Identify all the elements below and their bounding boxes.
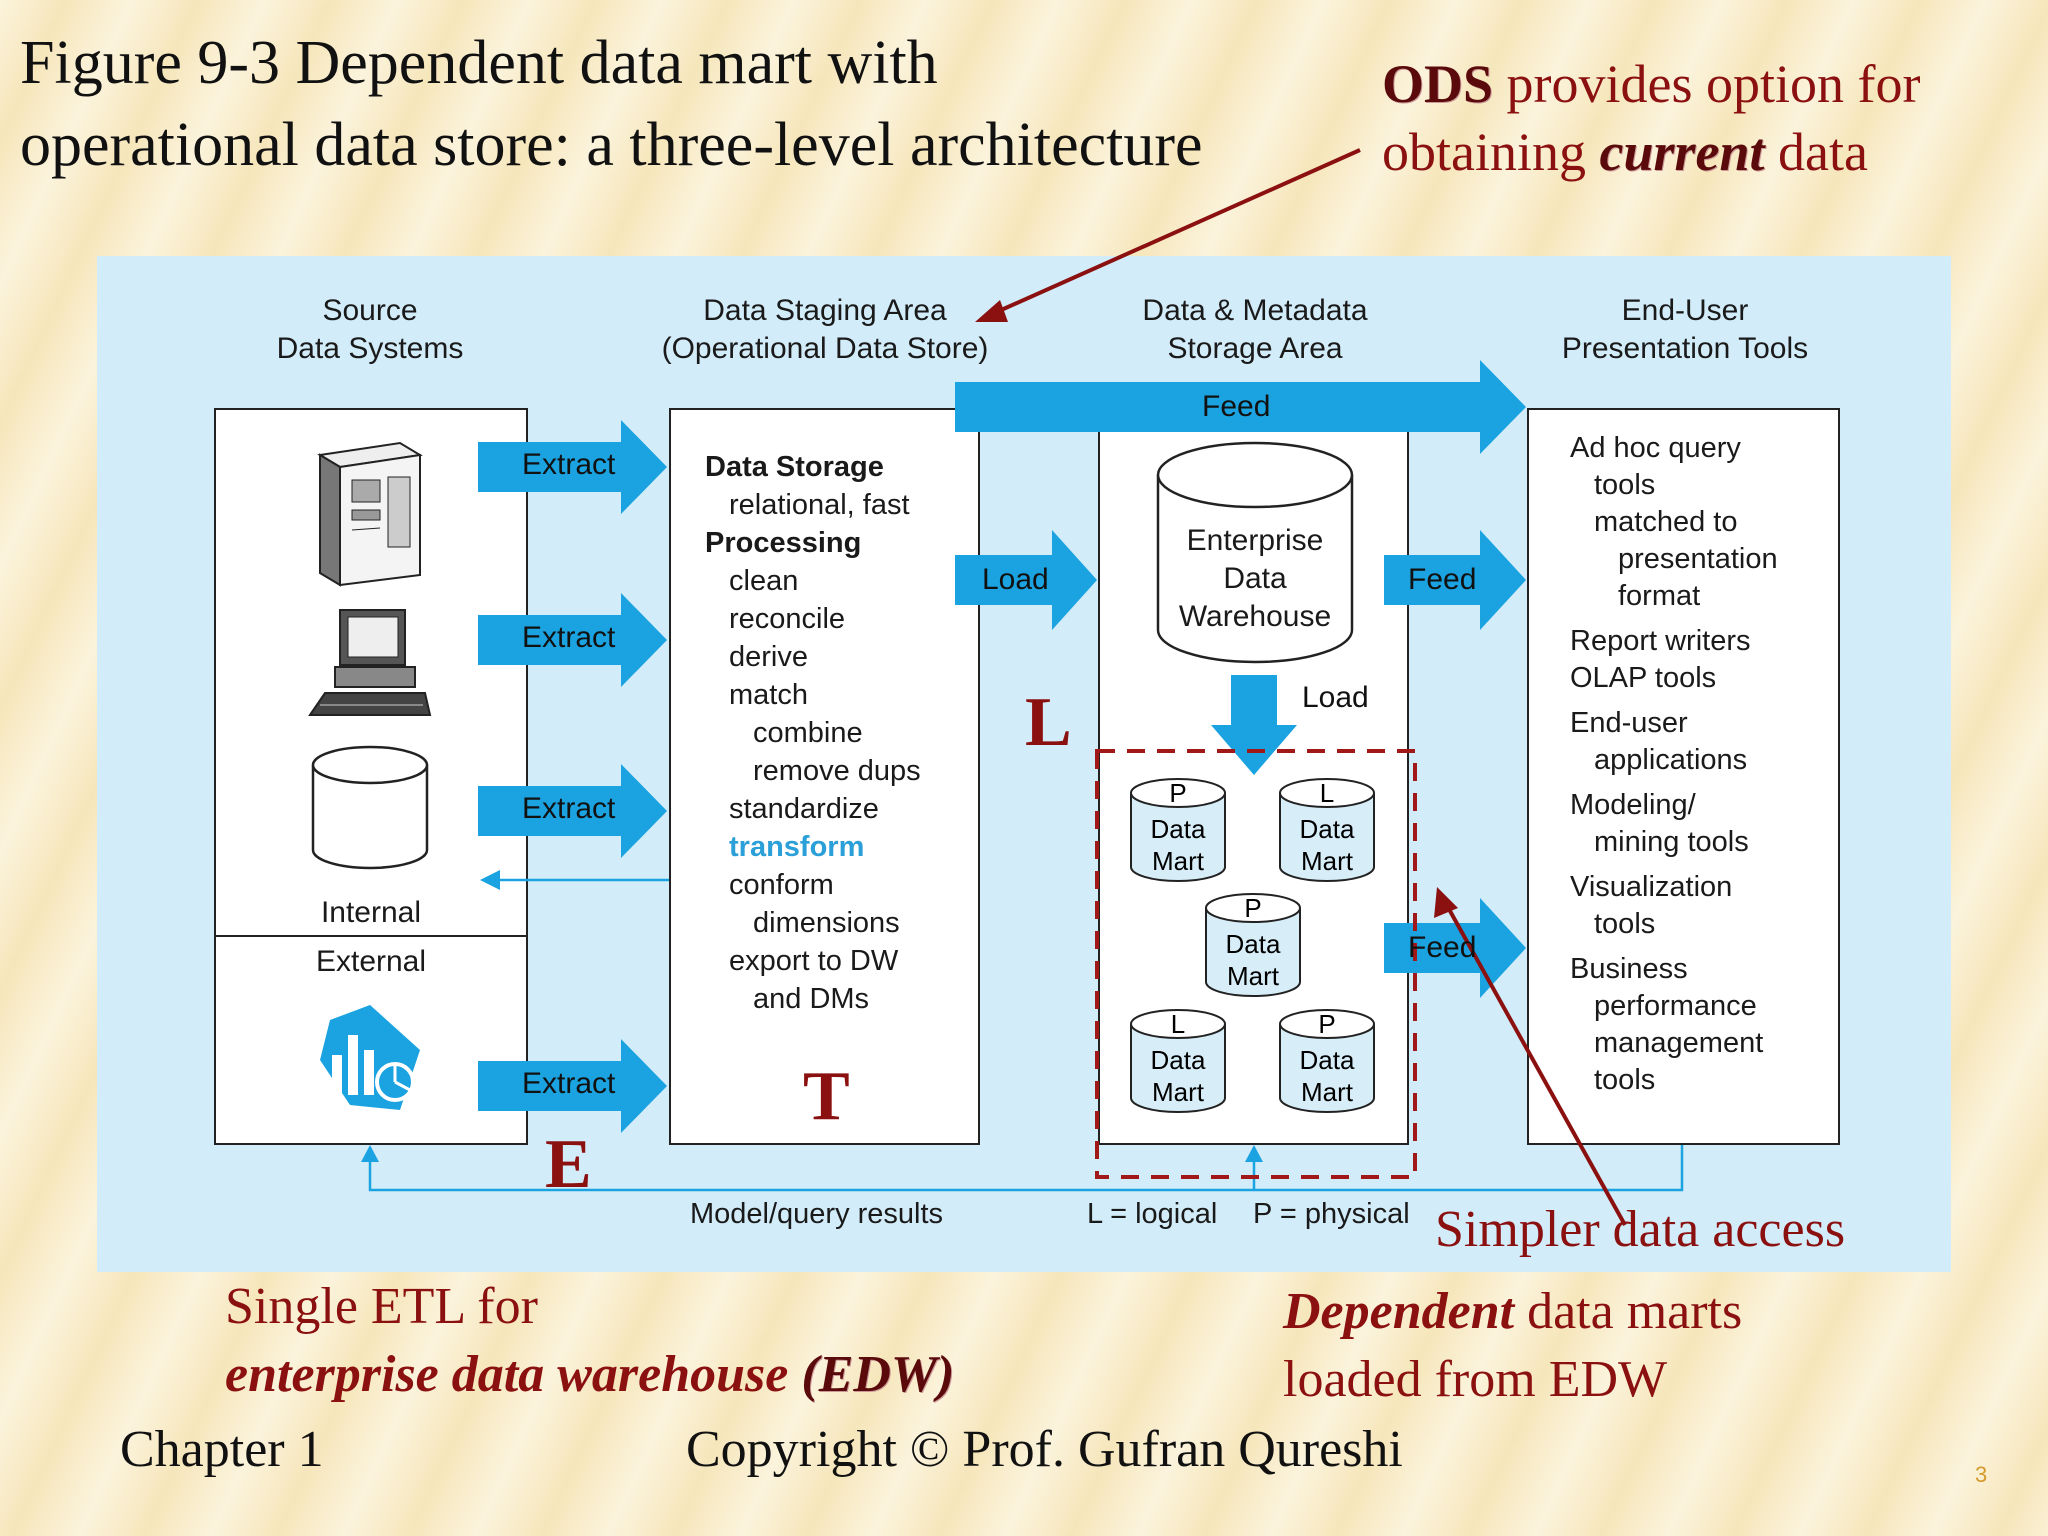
header-storage: Data & Metadata Storage Area bbox=[1142, 294, 1368, 365]
slide-title: Figure 9-3 Dependent data mart with oper… bbox=[20, 29, 1203, 179]
letter-t: T bbox=[803, 1058, 850, 1135]
header-staging: Data Staging Area (Operational Data Stor… bbox=[661, 294, 989, 365]
mainframe-server-icon bbox=[317, 441, 423, 587]
load-label-1: Load bbox=[982, 563, 1049, 596]
dependent-marts-note: Dependent data marts loaded from EDW bbox=[1283, 1283, 1743, 1408]
load-arrow-1 bbox=[955, 530, 1097, 630]
feed-arrow-mid bbox=[1384, 530, 1526, 630]
data-mart-3: P Data Mart bbox=[1203, 890, 1303, 1000]
data-mart-cylinder-icon bbox=[1279, 1009, 1375, 1113]
dependent-marts-dashed-box bbox=[1095, 749, 1417, 1179]
extract-arrow-2 bbox=[478, 593, 667, 687]
data-mart-1: P Data Mart bbox=[1128, 775, 1228, 885]
single-etl-note: Single ETL for enterprise data warehouse… bbox=[225, 1278, 955, 1403]
data-mart-cylinder-icon bbox=[1130, 1009, 1226, 1113]
feed-label-low: Feed bbox=[1408, 931, 1477, 964]
feed-arrow-top bbox=[955, 360, 1526, 454]
page-number: 3 bbox=[1975, 1462, 1988, 1487]
data-mart-2: L Data Mart bbox=[1277, 775, 1377, 885]
data-mart-cylinder-icon bbox=[1130, 778, 1226, 882]
extract-label-4: Extract bbox=[522, 1067, 616, 1100]
feed-arrow-low bbox=[1384, 898, 1526, 998]
ods-note: ODS provides option for obtaining curren… bbox=[1382, 54, 1921, 182]
desktop-computer-icon bbox=[308, 609, 432, 716]
external-label: External bbox=[315, 945, 427, 978]
ods-bold: ODS bbox=[1382, 54, 1494, 114]
extract-label-3: Extract bbox=[522, 792, 616, 825]
simpler-pointer-arrow bbox=[1434, 887, 1458, 918]
letter-l: L bbox=[1025, 684, 1072, 761]
model-query-label: Model/query results bbox=[690, 1198, 944, 1230]
extract-label-1: Extract bbox=[522, 448, 616, 481]
internal-label: Internal bbox=[320, 896, 422, 929]
feed-label-mid: Feed bbox=[1408, 563, 1477, 596]
extract-arrow-4 bbox=[478, 1039, 667, 1133]
current-emphasis: current bbox=[1599, 122, 1765, 182]
extract-arrow-1 bbox=[478, 420, 667, 514]
transform-highlight: transform bbox=[729, 831, 865, 863]
load-label-down: Load bbox=[1302, 681, 1369, 714]
feed-label-top: Feed bbox=[1202, 390, 1271, 423]
enduser-text: Ad hoc query tools matched to presentati… bbox=[1570, 432, 1778, 1096]
edw-label: Enterprise Data Warehouse bbox=[1178, 524, 1332, 633]
staging-box bbox=[669, 408, 980, 1145]
data-mart-cylinder-icon bbox=[1205, 893, 1301, 997]
database-cylinder-icon bbox=[311, 745, 429, 870]
header-enduser: End-User Presentation Tools bbox=[1561, 294, 1809, 365]
external-chart-icon bbox=[320, 1005, 420, 1110]
load-arrow-down bbox=[1211, 675, 1297, 775]
physical-legend: P = physical bbox=[1253, 1198, 1410, 1230]
simpler-access-note: Simpler data access bbox=[1435, 1201, 1846, 1258]
logical-legend: L = logical bbox=[1087, 1198, 1218, 1230]
enduser-box bbox=[1527, 408, 1840, 1145]
extract-label-2: Extract bbox=[522, 621, 616, 654]
footer-chapter: Chapter 1 bbox=[120, 1421, 324, 1478]
staging-text: Data Storage relational, fast Processing… bbox=[705, 451, 921, 1015]
footer-copyright: Copyright © Prof. Gufran Qureshi bbox=[686, 1421, 1403, 1478]
letter-e: E bbox=[545, 1126, 592, 1203]
extract-arrow-3 bbox=[478, 764, 667, 858]
data-mart-cylinder-icon bbox=[1279, 778, 1375, 882]
edw-cylinder-icon bbox=[1156, 441, 1354, 664]
data-mart-5: P Data Mart bbox=[1277, 1006, 1377, 1116]
header-source: Source Data Systems bbox=[276, 294, 464, 365]
ods-pointer-arrow bbox=[975, 300, 1008, 322]
data-mart-4: L Data Mart bbox=[1128, 1006, 1228, 1116]
